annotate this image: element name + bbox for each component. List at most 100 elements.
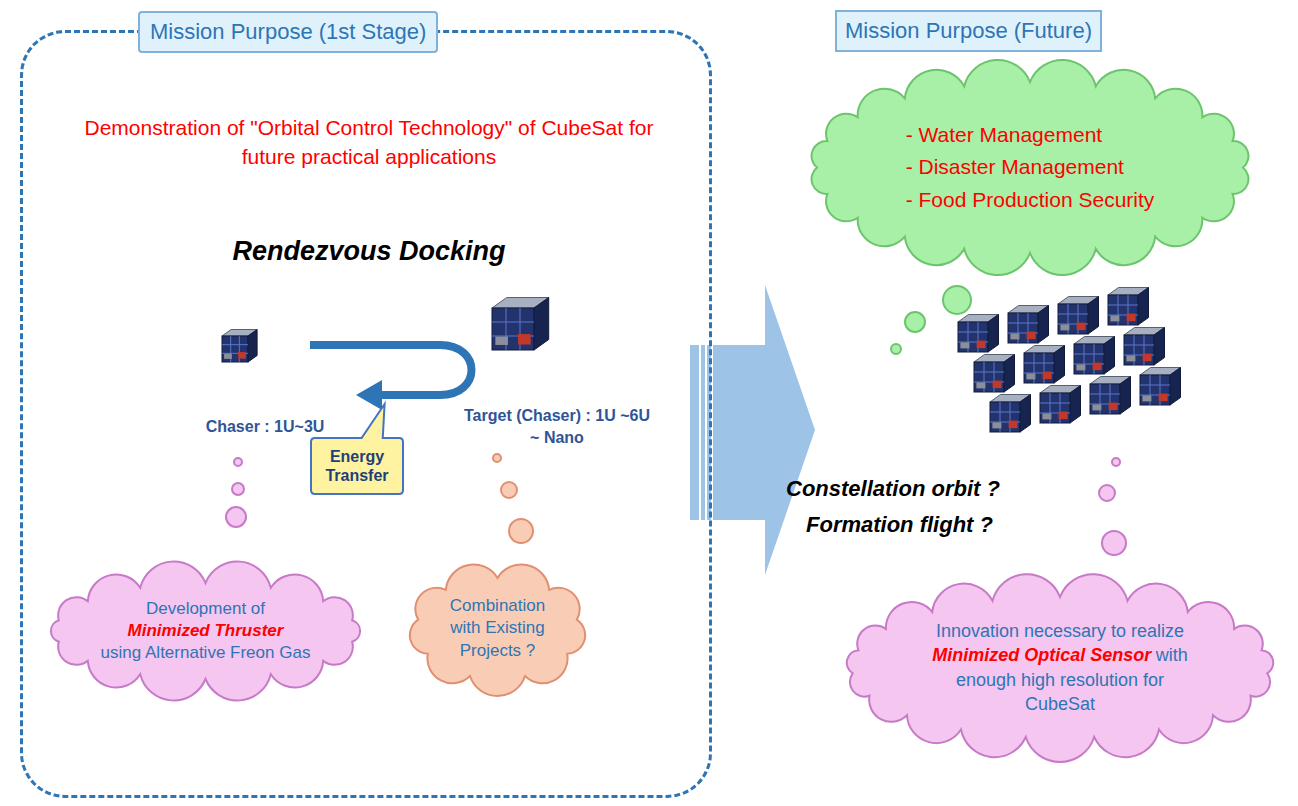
text-group: Energy Transfer xyxy=(317,447,397,485)
cubesat xyxy=(492,298,549,351)
thought-cloud: Combination with Existing Projects ? xyxy=(395,556,600,701)
curved-arrow xyxy=(310,345,472,395)
solar-cell-line xyxy=(492,322,534,323)
stage-heading: Mission Purpose (1st Stage) xyxy=(150,19,426,45)
cube-panel xyxy=(1127,314,1136,322)
cube-panel xyxy=(1026,373,1035,379)
cube-panel xyxy=(495,337,508,345)
satellite-label: Chaser : 1U~3U xyxy=(190,418,340,436)
cubesat xyxy=(1024,346,1065,384)
cube-panel xyxy=(993,381,1002,389)
bubble xyxy=(1102,531,1126,555)
cube-panel xyxy=(1076,364,1085,370)
cube-front xyxy=(492,308,534,350)
cube-side xyxy=(1088,297,1099,335)
bubble xyxy=(509,519,533,543)
bubble xyxy=(943,286,971,314)
cube-panel xyxy=(992,422,1001,428)
text-group: - Water Management- Disaster Management-… xyxy=(906,119,1155,217)
solar-cell-line xyxy=(1124,345,1154,346)
solar-cell-line xyxy=(1058,314,1088,315)
cube-panel xyxy=(1010,333,1019,339)
cube-panel xyxy=(238,352,246,359)
cube-panel xyxy=(1109,403,1118,411)
cube-side xyxy=(534,298,549,351)
outline-path xyxy=(51,562,360,701)
cube-panel xyxy=(1126,355,1135,361)
node-content: Development ofMinimized Thrusterusing Al… xyxy=(33,561,378,701)
node-content: - Water Management- Disaster Management-… xyxy=(795,60,1265,275)
cube-panel xyxy=(1027,332,1036,340)
outline-path xyxy=(836,11,1101,51)
cube-front xyxy=(1108,295,1138,325)
cubesat xyxy=(990,395,1031,433)
bubble xyxy=(905,312,925,332)
bubble xyxy=(501,482,517,498)
section-title: Rendezvous Docking xyxy=(23,236,715,267)
cube-panel xyxy=(1060,324,1069,330)
bubble xyxy=(493,454,501,462)
cubesat xyxy=(1108,288,1149,326)
bubble xyxy=(226,507,246,527)
cube-panel xyxy=(976,382,985,388)
cube-panel xyxy=(1009,421,1018,429)
node-text: - Water Management xyxy=(906,119,1155,152)
cube-front xyxy=(1058,304,1088,334)
cube-front xyxy=(990,402,1020,432)
thought-bubbles xyxy=(226,458,246,527)
cube-front xyxy=(1040,393,1070,423)
cube-front xyxy=(1008,313,1038,343)
cube-front xyxy=(222,336,248,362)
cube-side xyxy=(1004,355,1015,393)
cube-front xyxy=(974,362,1004,392)
node-text: using Alternative Freon Gas xyxy=(101,642,311,664)
bubble xyxy=(891,344,901,354)
cube-panel xyxy=(960,342,969,348)
cube-side xyxy=(1104,337,1115,375)
cube-panel xyxy=(1043,372,1052,380)
solar-cell-line xyxy=(990,412,1020,413)
satellite-label: Target (Chaser) : 1U ~6U ~ Nano xyxy=(462,405,652,448)
mission-statement: Demonstration of "Orbital Control Techno… xyxy=(63,113,675,172)
callout-box: Energy Transfer xyxy=(311,438,403,494)
solar-cell-line xyxy=(1024,363,1054,364)
cube-side xyxy=(1054,346,1065,384)
cube-side xyxy=(1120,377,1131,415)
cube-panel xyxy=(977,341,986,349)
cube-front xyxy=(1024,353,1054,383)
cubesat xyxy=(1090,377,1131,415)
node-outline xyxy=(830,575,1290,760)
node-text: Mission Purpose (Future) xyxy=(845,18,1092,44)
node-text: Combination with Existing Projects ? xyxy=(440,595,555,661)
node-content: Mission Purpose (Future) xyxy=(835,10,1102,52)
cube-panel xyxy=(224,354,232,359)
solar-cell-line xyxy=(222,344,248,345)
bubble xyxy=(1112,458,1120,466)
heading-box: Mission Purpose (Future) xyxy=(835,10,1102,52)
cube-front xyxy=(958,322,988,352)
text-group: Innovation necessary to realize Minimize… xyxy=(930,619,1190,716)
cube-panel xyxy=(1093,363,1102,371)
question-label: Constellation orbit ? xyxy=(786,476,1086,502)
question-label: Formation flight ? xyxy=(806,512,1086,538)
solar-cell-line xyxy=(1074,354,1104,355)
cube-front xyxy=(1140,375,1170,405)
node-content: Innovation necessary to realize Minimize… xyxy=(830,575,1290,760)
cube-side xyxy=(1020,395,1031,433)
cubesat xyxy=(1074,337,1115,375)
bubble xyxy=(234,458,242,466)
thought-bubbles xyxy=(1099,458,1126,555)
node-text: - Food Production Security xyxy=(906,184,1155,217)
cube-panel xyxy=(1159,394,1168,402)
cube-panel xyxy=(1143,354,1152,362)
arrow-head xyxy=(356,380,382,410)
outline-path xyxy=(812,60,1249,275)
text-group: Development ofMinimized Thrusterusing Al… xyxy=(101,598,311,664)
cube-panel xyxy=(1059,412,1068,420)
cube-side xyxy=(1070,386,1081,424)
cube-side xyxy=(1154,328,1165,366)
node-text: - Disaster Management xyxy=(906,151,1155,184)
cube-panel xyxy=(518,334,531,345)
cube-front xyxy=(1074,344,1104,374)
